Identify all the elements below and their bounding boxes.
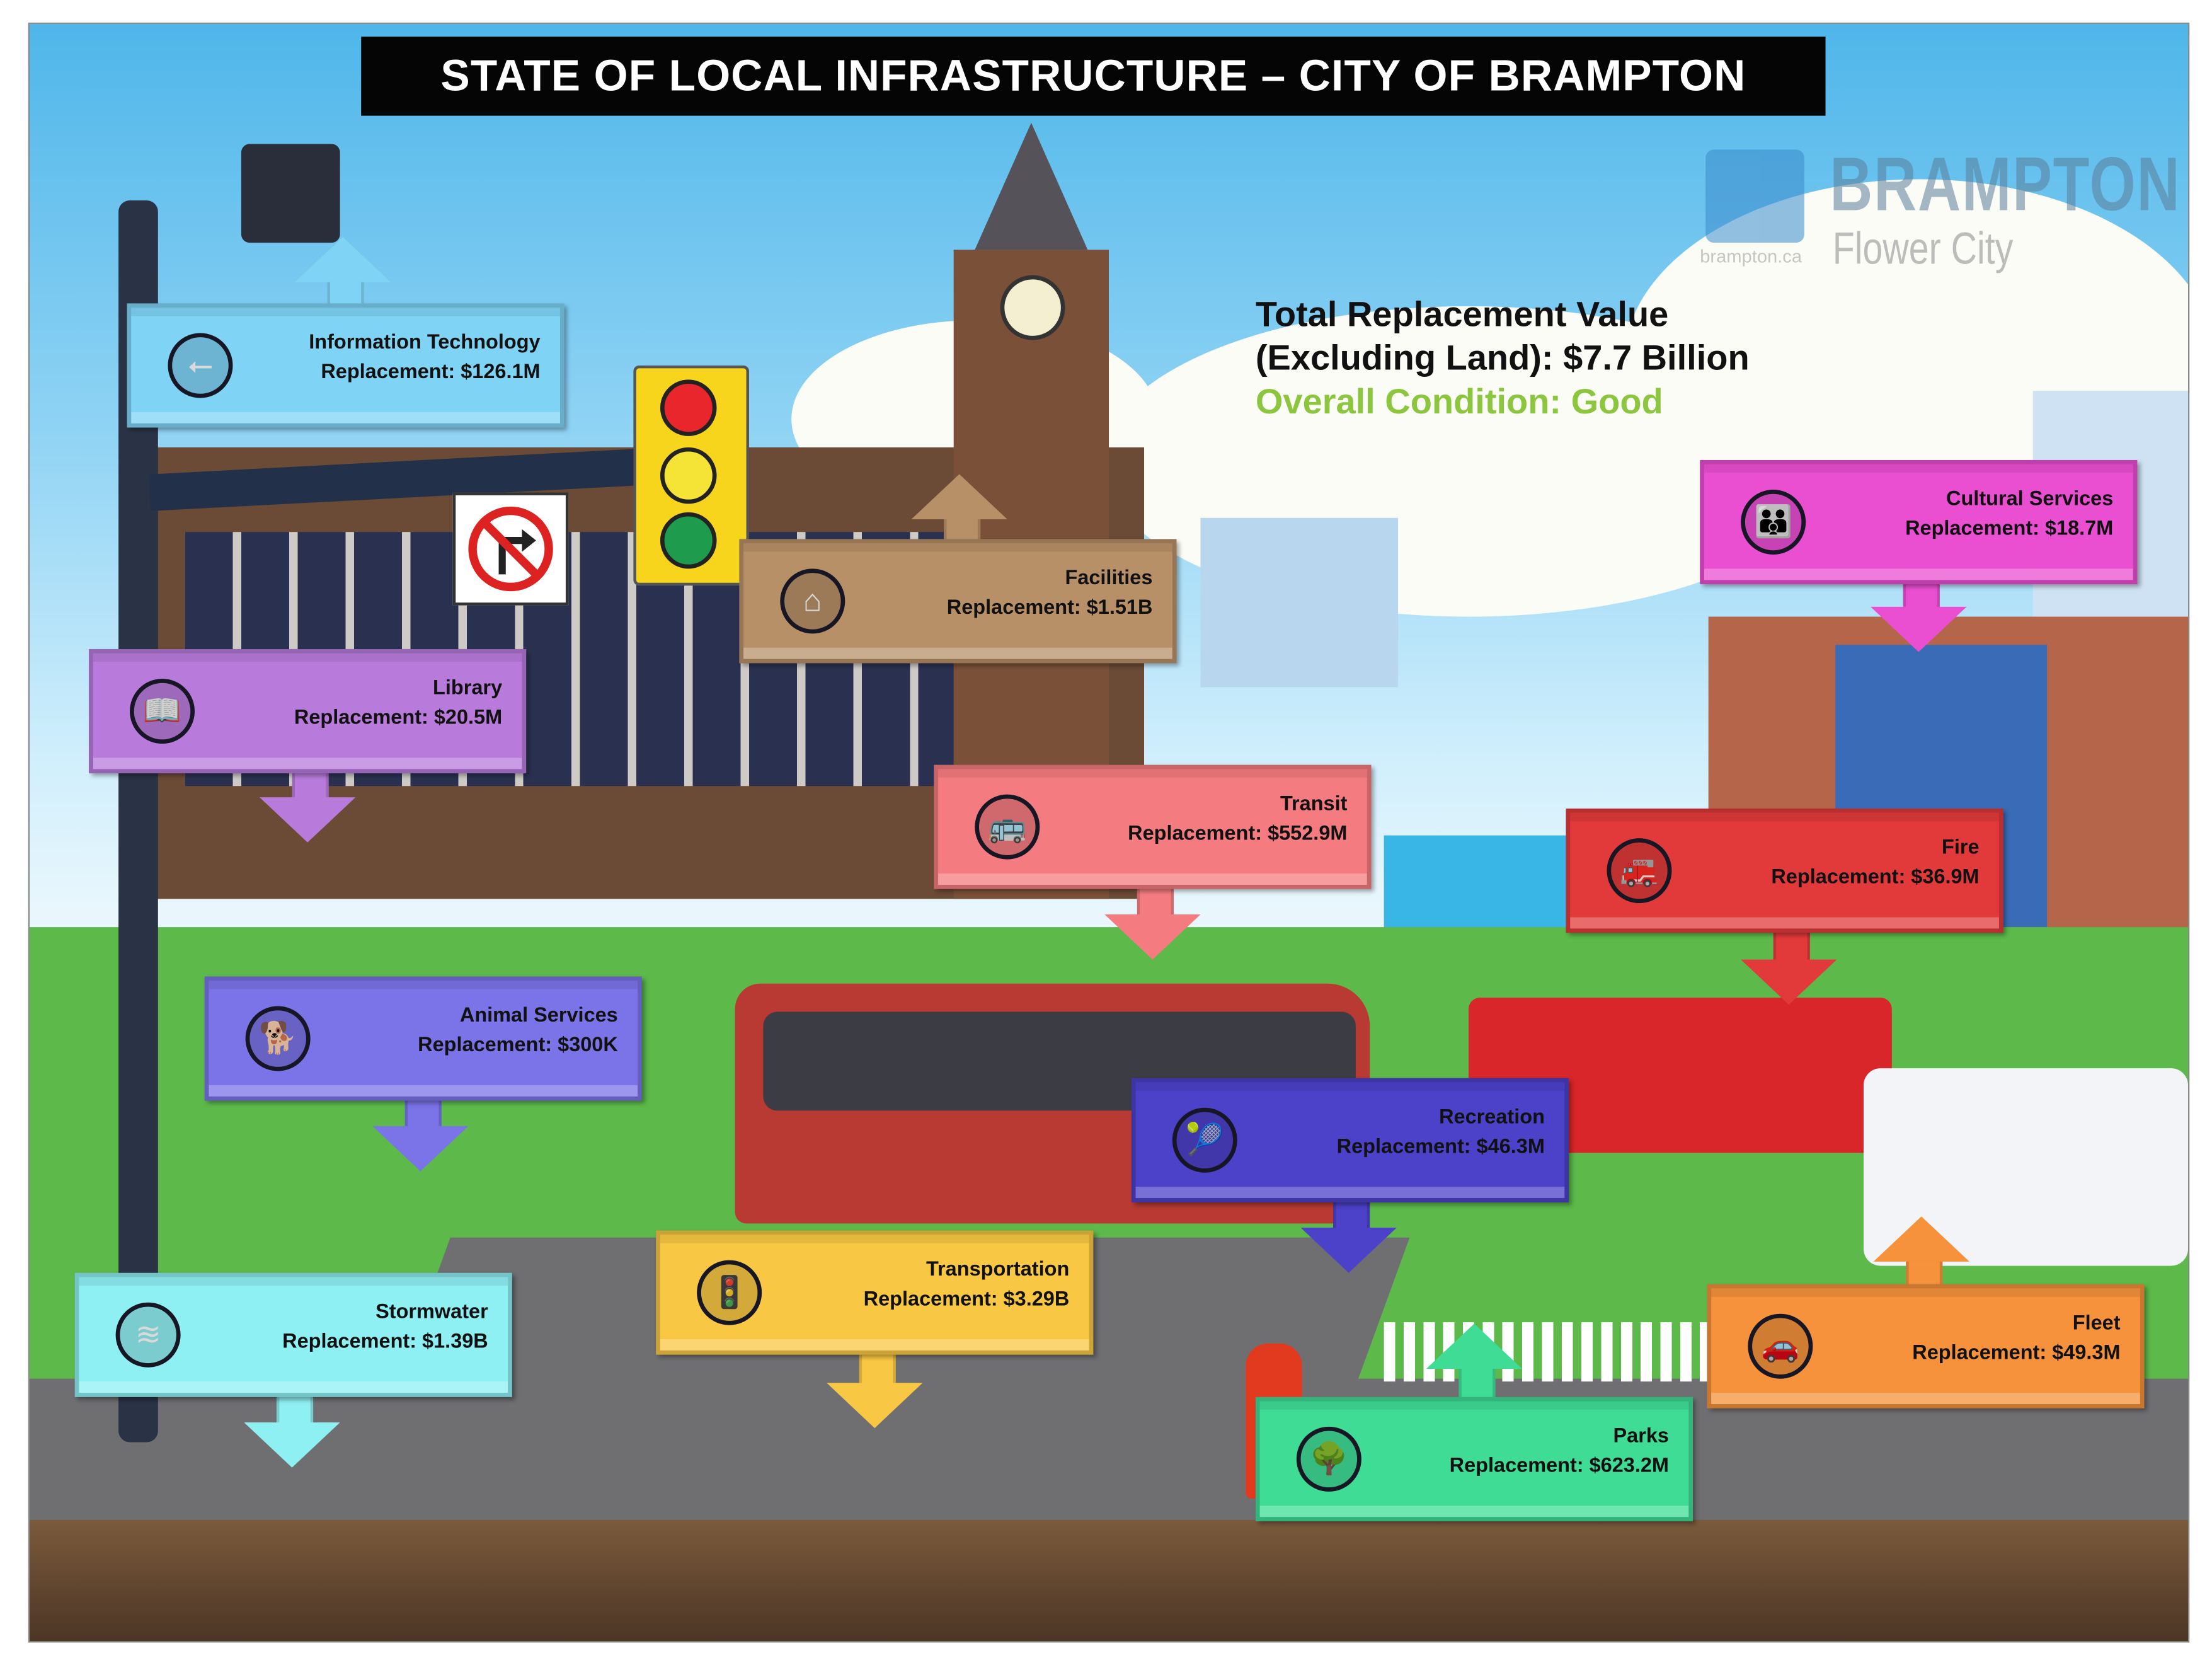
asset-card-fleet: 🚗 Fleet Replacement: $49.3M: [1707, 1284, 2145, 1409]
arrow-head-icon: [244, 1422, 340, 1468]
asset-card-recreation: 🎾 Recreation Replacement: $46.3M: [1131, 1078, 1569, 1202]
asset-card-parks: 🌳 Parks Replacement: $623.2M: [1255, 1397, 1693, 1521]
asset-replacement-value: Replacement: $623.2M: [1449, 1455, 1669, 1478]
asset-card-facilities: ⌂ Facilities Replacement: $1.51B: [739, 539, 1177, 664]
asset-name: Fire: [1942, 836, 1980, 860]
asset-card-information-technology: ⭠ Information Technology Replacement: $1…: [127, 303, 564, 428]
arrow-head-icon: [372, 1126, 469, 1172]
asset-card-transportation: 🚦 Transportation Replacement: $3.29B: [656, 1230, 1094, 1355]
asset-replacement-value: Replacement: $20.5M: [294, 706, 503, 730]
book-icon: 📖: [130, 679, 195, 744]
asset-replacement-value: Replacement: $126.1M: [321, 361, 541, 384]
asset-name: Stormwater: [375, 1301, 488, 1324]
asset-card-library: 📖 Library Replacement: $20.5M: [89, 649, 527, 774]
traffic-light-icon: 🚦: [697, 1260, 762, 1325]
asset-name: Facilities: [1065, 567, 1153, 590]
racket-icon: 🎾: [1172, 1107, 1237, 1173]
overall-condition: Overall Condition: Good: [1255, 382, 1663, 422]
page-title: STATE OF LOCAL INFRASTRUCTURE – CITY OF …: [361, 37, 1826, 116]
asset-name: Fleet: [2072, 1312, 2121, 1335]
asset-name: Transportation: [925, 1259, 1070, 1282]
asset-name: Information Technology: [309, 331, 541, 355]
asset-replacement-value: Replacement: $3.29B: [863, 1288, 1070, 1311]
asset-replacement-value: Replacement: $300K: [418, 1034, 618, 1057]
asset-card-stormwater: ≋ Stormwater Replacement: $1.39B: [74, 1272, 512, 1397]
arrow-head-icon: [1104, 914, 1201, 960]
logo-url: brampton.ca: [1700, 245, 1802, 267]
asset-replacement-value: Replacement: $49.3M: [1912, 1342, 2121, 1365]
asset-replacement-value: Replacement: $1.39B: [282, 1330, 488, 1354]
usb-icon: ⭠: [168, 333, 233, 398]
bus-icon: 🚌: [975, 794, 1040, 860]
arrow-head-icon: [1873, 1216, 1969, 1262]
water-icon: ≋: [115, 1302, 181, 1368]
asset-replacement-value: Replacement: $36.9M: [1771, 866, 1980, 889]
brampton-logo: BRAMPTON Flower City brampton.ca: [1700, 141, 2179, 282]
flower-logo-icon: [1705, 149, 1804, 243]
people-icon: 👪: [1741, 490, 1806, 555]
traffic-light: [633, 365, 750, 586]
tree-icon: 🌳: [1296, 1426, 1361, 1492]
asset-replacement-value: Replacement: $552.9M: [1128, 822, 1348, 846]
arrow-head-icon: [1871, 606, 1967, 652]
asset-name: Transit: [1280, 793, 1348, 816]
asset-card-animal-services: 🐕 Animal Services Replacement: $300K: [204, 976, 642, 1101]
arrow-head-icon: [1300, 1228, 1397, 1273]
asset-card-fire: 🚒 Fire Replacement: $36.9M: [1566, 809, 2003, 933]
asset-name: Recreation: [1439, 1106, 1545, 1129]
arrow-head-icon: [827, 1383, 923, 1429]
asset-name: Library: [433, 677, 503, 700]
arrow-head-icon: [1741, 959, 1837, 1005]
asset-card-transit: 🚌 Transit Replacement: $552.9M: [934, 764, 1372, 889]
arrow-head-icon: [911, 474, 1007, 520]
asset-replacement-value: Replacement: $18.7M: [1905, 517, 2114, 541]
logo-name: BRAMPTON: [1830, 142, 2181, 228]
summary-line-1: Total Replacement Value: [1255, 294, 1669, 335]
asset-card-cultural-services: 👪 Cultural Services Replacement: $18.7M: [1700, 459, 2138, 585]
asset-name: Cultural Services: [1946, 488, 2114, 511]
summary-line-2: (Excluding Land): $7.7 Billion: [1255, 338, 1750, 379]
asset-replacement-value: Replacement: $1.51B: [946, 597, 1153, 620]
asset-replacement-value: Replacement: $46.3M: [1336, 1136, 1545, 1159]
arrow-head-icon: [1426, 1323, 1523, 1369]
asset-name: Animal Services: [459, 1005, 618, 1028]
arrow-head-icon: [260, 797, 356, 843]
asset-name: Parks: [1613, 1425, 1669, 1448]
summary: Total Replacement Value (Excluding Land)…: [1256, 294, 1750, 425]
no-right-turn-sign: [452, 492, 569, 606]
dog-icon: 🐕: [245, 1006, 311, 1071]
building-icon: ⌂: [780, 568, 845, 634]
car-icon: 🚗: [1748, 1313, 1813, 1379]
fire-truck-icon: 🚒: [1607, 838, 1672, 904]
arrow-head-icon: [294, 237, 391, 282]
logo-tagline: Flower City: [1832, 222, 2014, 274]
